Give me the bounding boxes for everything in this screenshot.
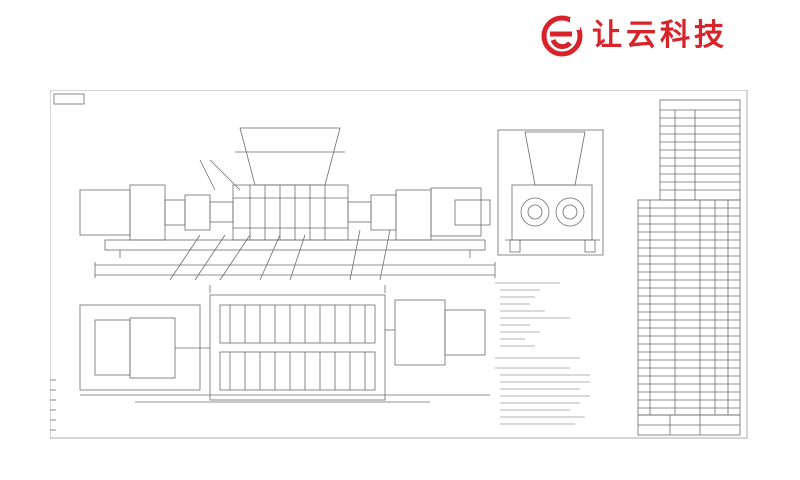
side-view-frame [497,129,604,256]
drawing-stamp-box [53,93,85,105]
drawing-canvas [50,90,748,439]
engineering-drawing [50,90,750,440]
title-block [637,414,741,436]
margin-marks [50,379,56,431]
eye-e-logo-icon [541,15,583,57]
left-gearbox [129,184,166,241]
plan-right-gearbox [394,299,446,366]
front-elevation-view [79,127,496,281]
left-motor [79,189,131,236]
plan-right-motor [444,309,486,356]
hopper [239,127,341,186]
sheet-border [50,90,748,439]
plan-view [79,285,490,403]
parts-list-table [637,99,741,416]
right-motor [430,187,482,237]
side-hopper [524,131,586,186]
company-name: 让云科技 [592,18,728,53]
right-rotor [555,197,585,227]
technical-notes [495,282,590,425]
plan-left-drive [79,304,201,391]
base-frame [104,239,486,251]
company-logo: 让云科技 [540,14,780,58]
left-rotor [520,197,550,227]
plan-shredder-body [209,294,386,401]
right-gearbox [395,189,432,241]
side-elevation-view [497,129,604,256]
